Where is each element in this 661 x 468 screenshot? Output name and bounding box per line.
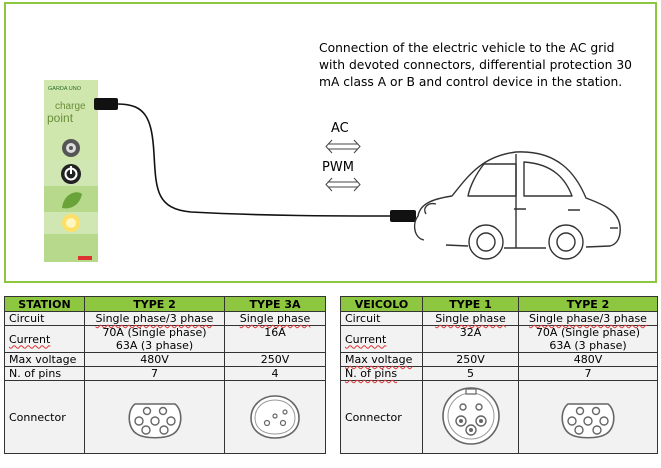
cell-text: Single phase/3 phase — [95, 312, 214, 325]
signal-pwm-label: PWM — [322, 160, 354, 175]
row-label-current: Current — [4, 325, 85, 353]
cell-pins-type3a: 4 — [224, 366, 326, 381]
vehicle-connector — [390, 210, 416, 222]
row-label-circuit: Circuit — [340, 311, 423, 326]
cell-text-line1: 70A (Single phase) — [535, 326, 641, 339]
header-type3a: TYPE 3A — [224, 296, 326, 312]
table-row: Current 70A (Single phase) 63A (3 phase)… — [4, 325, 326, 353]
diagram-drawing: GARDA UNO charge point — [44, 80, 621, 262]
type2-connector-icon — [561, 402, 615, 439]
type3a-connector-icon — [250, 394, 300, 439]
table-header-row: VEICOLO TYPE 1 TYPE 2 — [340, 296, 658, 312]
connector-type1-cell — [422, 380, 519, 454]
charging-station: GARDA UNO charge point — [44, 80, 98, 262]
cell-current-type2: 70A (Single phase) 63A (3 phase) — [518, 325, 658, 353]
signal-ac-label: AC — [331, 121, 349, 136]
cell-text: N. of pins — [345, 367, 398, 380]
cell-text: Current — [9, 332, 51, 346]
table-row: Max voltage 250V 480V — [340, 352, 658, 367]
row-label-connector: Connector — [340, 380, 423, 454]
station-title-point: point — [47, 111, 74, 125]
cell-circuit-type1: Single phase — [422, 311, 519, 326]
connector-type2-cell — [518, 380, 658, 454]
header-type2: TYPE 2 — [518, 296, 658, 312]
table-row: Connector — [340, 380, 658, 454]
cell-current-type3a: 16A — [224, 325, 326, 353]
charging-cable — [117, 103, 391, 217]
header-type2: TYPE 2 — [84, 296, 225, 312]
cell-current-type1: 32A — [422, 325, 519, 353]
table-header-row: STATION TYPE 2 TYPE 3A — [4, 296, 326, 312]
cell-circuit-type2: Single phase/3 phase — [84, 311, 225, 326]
cell-circuit-type2: Single phase/3 phase — [518, 311, 658, 326]
tire-icon — [62, 139, 80, 157]
type1-connector-icon — [441, 386, 500, 445]
cell-text: Current — [345, 332, 387, 346]
row-label-circuit: Circuit — [4, 311, 85, 326]
cell-voltage-type3a: 250V — [224, 352, 326, 367]
cell-current-type2: 70A (Single phase) 63A (3 phase) — [84, 325, 225, 353]
cell-pins-type1: 5 — [422, 366, 519, 381]
row-label-current: Current — [340, 325, 423, 353]
row-label-voltage: Max voltage — [4, 352, 85, 367]
table-row: Connector — [4, 380, 326, 454]
station-spec-table: STATION TYPE 2 TYPE 3A Circuit Single ph… — [4, 296, 326, 454]
power-icon — [61, 164, 81, 184]
vehicle-spec-table: VEICOLO TYPE 1 TYPE 2 Circuit Single pha… — [340, 296, 658, 454]
car-icon — [413, 151, 621, 260]
header-type1: TYPE 1 — [422, 296, 519, 312]
cell-pins-type2: 7 — [84, 366, 225, 381]
station-connector — [94, 98, 118, 110]
connector-type3a-cell — [224, 380, 326, 454]
cell-circuit-type3a: Single phase — [224, 311, 326, 326]
diagram-description: Connection of the electric vehicle to th… — [319, 41, 632, 89]
row-label-pins: N. of pins — [4, 366, 85, 381]
station-brand: GARDA UNO — [48, 86, 82, 92]
cell-voltage-type2: 480V — [518, 352, 658, 367]
cell-voltage-type1: 250V — [422, 352, 519, 367]
cell-pins-type2: 7 — [518, 366, 658, 381]
table-row: Current 32A 70A (Single phase) 63A (3 ph… — [340, 325, 658, 353]
cell-text: Single phase — [239, 312, 311, 325]
connection-diagram: GARDA UNO charge point — [4, 2, 657, 283]
row-label-connector: Connector — [4, 380, 85, 454]
row-label-voltage: Max voltage — [340, 352, 423, 367]
table-row: Circuit Single phase Single phase/3 phas… — [340, 311, 658, 326]
row-label-pins: N. of pins — [340, 366, 423, 381]
header-vehicle: VEICOLO — [340, 296, 423, 312]
table-row: N. of pins 5 7 — [340, 366, 658, 381]
table-row: N. of pins 7 4 — [4, 366, 326, 381]
cell-text: Max voltage — [345, 353, 413, 366]
type2-connector-icon — [127, 402, 182, 439]
table-row: Circuit Single phase/3 phase Single phas… — [4, 311, 326, 326]
connector-type2-cell — [84, 380, 225, 454]
cell-text-line2: 63A (3 phase) — [115, 339, 194, 352]
header-station: STATION — [4, 296, 85, 312]
cell-text: Single phase — [435, 312, 506, 325]
cell-text-line2: 63A (3 phase) — [549, 339, 627, 352]
leaf-icon — [62, 192, 82, 209]
cell-text: Single phase/3 phase — [529, 312, 647, 325]
cell-voltage-type2: 480V — [84, 352, 225, 367]
station-title-charge: charge — [55, 101, 86, 112]
table-row: Max voltage 480V 250V — [4, 352, 326, 367]
cell-text-line1: 70A (Single phase) — [102, 326, 207, 339]
double-arrow-icon — [325, 139, 361, 192]
bulb-icon — [62, 214, 80, 232]
